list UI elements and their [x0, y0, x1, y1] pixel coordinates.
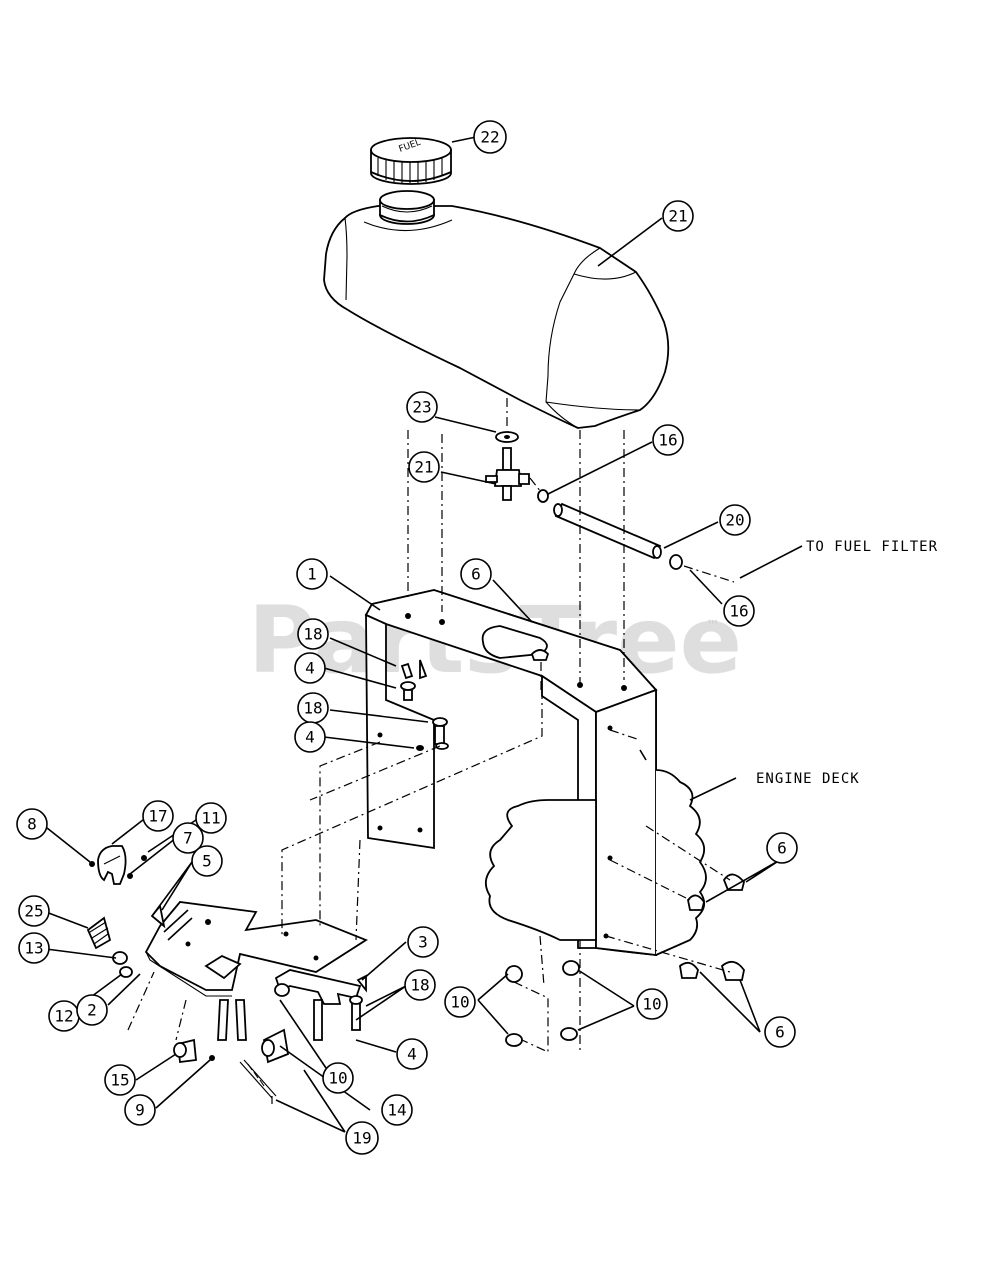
callout-c4a: 4	[294, 652, 326, 684]
callout-c17: 17	[142, 800, 174, 832]
callout-c16a: 16	[652, 424, 684, 456]
callout-number: 10	[642, 995, 661, 1014]
callout-c6a: 6	[460, 558, 492, 590]
callout-c3: 3	[407, 926, 439, 958]
callout-number: 4	[407, 1045, 417, 1064]
callout-number: 18	[410, 976, 429, 995]
callout-c9: 9	[124, 1094, 156, 1126]
callout-number: 10	[450, 993, 469, 1012]
callout-number: 16	[729, 602, 748, 621]
linkage-bracket-3	[274, 969, 367, 1041]
callout-c12: 12	[48, 1000, 80, 1032]
watermark-mark: ™	[706, 618, 720, 634]
callout-number: 3	[418, 933, 428, 952]
label-to-fuel-filter: TO FUEL FILTER	[806, 539, 938, 555]
callout-number: 21	[414, 458, 433, 477]
callout-number: 19	[352, 1129, 371, 1148]
callout-number: 23	[412, 398, 431, 417]
callout-number: 20	[725, 511, 744, 530]
callout-c20: 20	[719, 504, 751, 536]
lever-17	[89, 845, 133, 885]
callout-number: 17	[148, 807, 167, 826]
callout-number: 2	[87, 1001, 97, 1020]
fuel-cap: FUEL	[370, 137, 452, 185]
fuel-tank	[323, 190, 670, 429]
callout-number: 11	[201, 809, 220, 828]
callout-c8: 8	[16, 808, 48, 840]
callout-c23: 23	[406, 391, 438, 423]
callout-c5: 5	[191, 845, 223, 877]
callout-c6b: 6	[766, 832, 798, 864]
fuel-valve	[485, 398, 530, 501]
bolts-left	[400, 659, 449, 751]
control-plate	[144, 901, 368, 997]
callout-c7: 7	[172, 822, 204, 854]
leader-lines	[41, 136, 803, 1133]
callout-number: 12	[54, 1007, 73, 1026]
label-engine-deck: ENGINE DECK	[756, 771, 860, 787]
callout-number: 13	[24, 939, 43, 958]
callout-c18a: 18	[297, 618, 329, 650]
callout-number: 10	[328, 1069, 347, 1088]
callout-number: 16	[658, 431, 677, 450]
callout-number: 1	[307, 565, 317, 584]
callout-c21a: 21	[662, 200, 694, 232]
callout-c15: 15	[104, 1064, 136, 1096]
callout-number: 4	[305, 659, 315, 678]
callout-c19: 19	[345, 1121, 379, 1155]
callout-number: 18	[303, 625, 322, 644]
knob-25	[86, 855, 166, 978]
callout-c13: 13	[18, 932, 50, 964]
callout-c2: 2	[76, 994, 108, 1026]
callout-c18c: 18	[404, 969, 436, 1001]
callout-number: 6	[775, 1023, 785, 1042]
callout-c18b: 18	[297, 692, 329, 724]
callout-c10c: 10	[322, 1062, 354, 1094]
callout-number: 6	[471, 565, 481, 584]
switch-15-14	[173, 999, 290, 1064]
callout-number: 6	[777, 839, 787, 858]
callout-number: 21	[668, 207, 687, 226]
callout-c14: 14	[381, 1094, 413, 1126]
fuel-line	[529, 477, 735, 583]
callout-c11: 11	[195, 802, 227, 834]
callout-number: 18	[303, 699, 322, 718]
callout-c25: 25	[18, 895, 50, 927]
nuts-10	[505, 960, 580, 1047]
callout-number: 7	[183, 829, 193, 848]
callout-number: 4	[305, 728, 315, 747]
callout-number: 5	[202, 852, 212, 871]
callout-number: 15	[110, 1071, 129, 1090]
callout-c16b: 16	[723, 595, 755, 627]
callout-number: 25	[24, 902, 43, 921]
callout-c4b: 4	[294, 721, 326, 753]
callout-c1: 1	[296, 558, 328, 590]
callout-number: 14	[387, 1101, 406, 1120]
centerlines	[127, 430, 731, 1104]
callout-c6c: 6	[764, 1016, 796, 1048]
callout-number: 9	[135, 1101, 145, 1120]
callout-c10a: 10	[444, 986, 476, 1018]
screw-6-top	[530, 649, 550, 690]
callout-c4c: 4	[396, 1038, 428, 1070]
callout-number: 8	[27, 815, 37, 834]
spring-19	[239, 1059, 277, 1099]
callout-c21b: 21	[408, 451, 440, 483]
callout-c22: 22	[473, 120, 507, 154]
callout-number: 22	[480, 128, 499, 147]
callout-c10b: 10	[636, 988, 668, 1020]
